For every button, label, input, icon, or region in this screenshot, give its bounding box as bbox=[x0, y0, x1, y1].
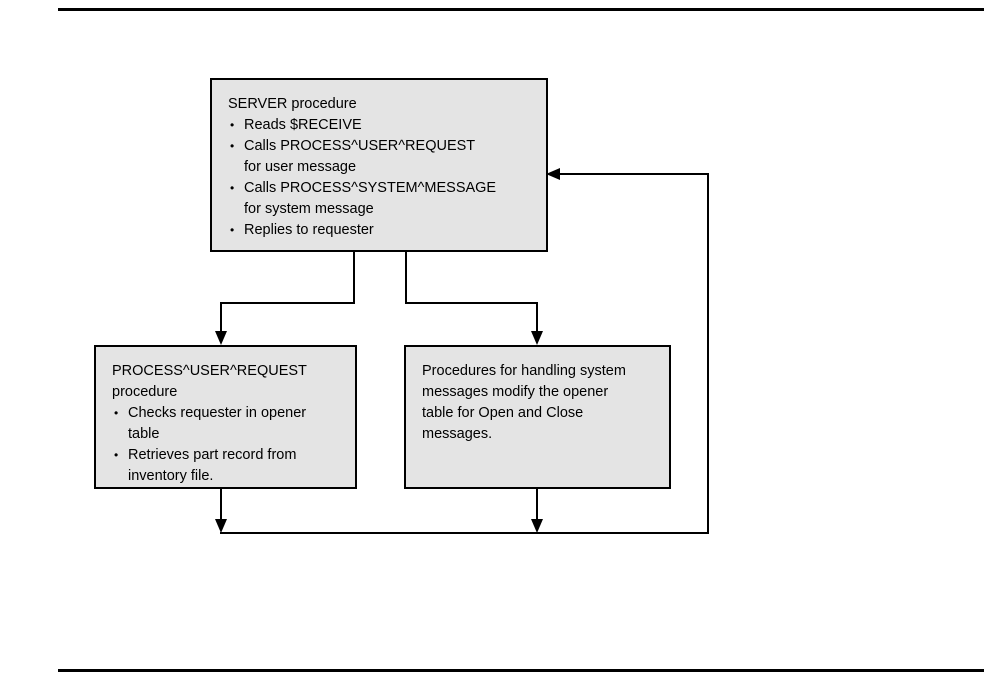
node-server-bullet-4: Replies to requester bbox=[228, 220, 530, 241]
edge-user-to-returnbus-segment bbox=[220, 489, 222, 520]
edge-user-to-returnbus-arrowhead bbox=[215, 519, 227, 533]
edge-server-to-system-segment-drop bbox=[536, 302, 538, 332]
return-loop-arrowhead bbox=[546, 168, 560, 180]
edge-system-to-returnbus-arrowhead bbox=[531, 519, 543, 533]
edge-server-to-system-arrowhead bbox=[531, 331, 543, 345]
node-process-user-request-bullet-1: Checks requester in opener table bbox=[112, 403, 339, 445]
node-server-bullet-1: Reads $RECEIVE bbox=[228, 115, 530, 136]
return-loop-top-segment bbox=[558, 173, 709, 175]
edge-server-to-user-segment-drop bbox=[220, 302, 222, 332]
node-server-bullet-list: Reads $RECEIVE Calls PROCESS^USER^REQUES… bbox=[228, 115, 530, 241]
edge-server-to-user-arrowhead bbox=[215, 331, 227, 345]
edge-server-to-user-segment-down bbox=[353, 252, 355, 304]
node-process-user-request-title: PROCESS^USER^REQUEST procedure bbox=[112, 363, 307, 400]
edge-server-to-system-segment-right bbox=[405, 302, 538, 304]
edge-server-to-user-segment-left bbox=[220, 302, 355, 304]
edge-server-to-system-segment-down bbox=[405, 252, 407, 304]
node-process-user-request-bullet-2: Retrieves part record from inventory fil… bbox=[112, 445, 339, 487]
page-rule-bottom bbox=[58, 669, 984, 672]
page-rule-top bbox=[58, 8, 984, 11]
node-server-bullet-3: Calls PROCESS^SYSTEM^MESSAGE for system … bbox=[228, 178, 530, 220]
node-server-procedure: SERVER procedure Reads $RECEIVE Calls PR… bbox=[210, 78, 548, 252]
node-server-bullet-2: Calls PROCESS^USER^REQUEST for user mess… bbox=[228, 136, 530, 178]
return-loop-bottom-segment bbox=[220, 532, 709, 534]
edge-system-to-returnbus-segment bbox=[536, 489, 538, 520]
node-process-user-request: PROCESS^USER^REQUEST procedure Checks re… bbox=[94, 345, 357, 489]
node-server-title: SERVER procedure bbox=[228, 96, 357, 112]
node-system-message-procedures: Procedures for handling system messages … bbox=[404, 345, 671, 489]
node-system-message-procedures-text: Procedures for handling system messages … bbox=[422, 363, 626, 442]
return-loop-right-segment bbox=[707, 173, 709, 534]
node-process-user-request-bullet-list: Checks requester in opener table Retriev… bbox=[112, 403, 339, 487]
